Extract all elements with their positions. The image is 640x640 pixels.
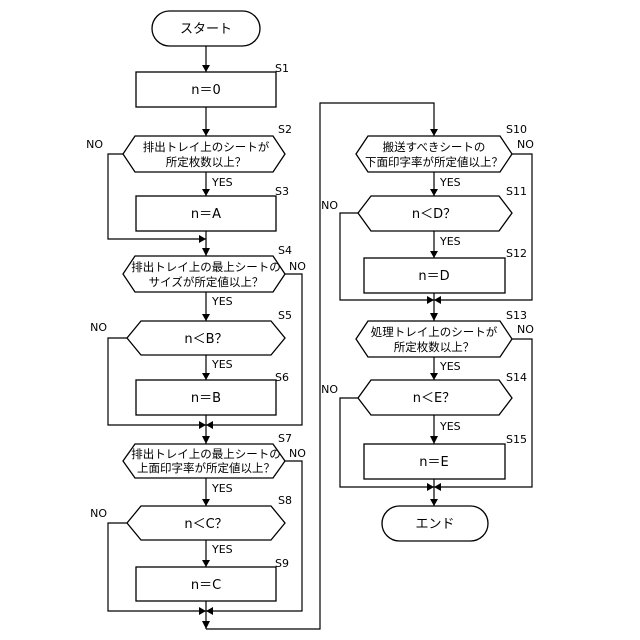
s7-yes-label: YES: [211, 482, 233, 495]
step-s12: n＝D S12: [364, 247, 527, 293]
s4-yes-label: YES: [211, 295, 233, 308]
s5-id: S5: [278, 309, 292, 322]
s11-yes-label: YES: [439, 235, 461, 248]
s2-line2: 所定枚数以上？: [166, 155, 247, 169]
s1-text: n＝0: [191, 83, 221, 98]
decision-s8: n＜C？ S8 NO YES: [90, 494, 292, 556]
s4-id: S4: [278, 244, 292, 257]
s13-yes-label: YES: [439, 360, 461, 373]
decision-s10: 搬送すべきシートの 下面印字率が所定値以上？ S10 NO YES: [356, 123, 534, 189]
s2-id: S2: [278, 123, 292, 136]
s7-line2: 上面印字率が所定値以上？: [137, 461, 275, 475]
decision-s5: n＜B？ S5 NO YES: [90, 309, 292, 371]
decision-s4: 排出トレイ上の最上シートの サイズが所定値以上？ S4 NO YES: [123, 244, 306, 308]
step-s1: n＝0 S1: [136, 62, 289, 107]
s10-no-label: NO: [517, 138, 534, 151]
decision-s11: n＜D？ S11 NO YES: [321, 185, 527, 248]
s1-id: S1: [275, 62, 289, 75]
end-terminal: エンド: [382, 506, 488, 541]
s5-yes-label: YES: [211, 358, 233, 371]
s15-id: S15: [506, 433, 527, 446]
s8-yes-label: YES: [211, 543, 233, 556]
decision-s2: 排出トレイ上のシートが 所定枚数以上？ S2 NO YES: [86, 123, 292, 189]
step-s15: n＝E S15: [364, 433, 527, 479]
s5-no-label: NO: [90, 321, 107, 334]
s6-text: n＝B: [191, 391, 221, 406]
start-terminal: スタート: [152, 11, 260, 46]
step-s3: n＝A S3: [136, 185, 289, 231]
s3-id: S3: [275, 185, 289, 198]
s11-text: n＜D？: [412, 207, 456, 222]
s9-id: S9: [275, 557, 289, 570]
s14-id: S14: [506, 371, 527, 384]
s4-line1: 排出トレイ上の最上シートの: [131, 260, 281, 274]
s8-text: n＜C？: [184, 517, 227, 532]
s10-line1: 搬送すべきシートの: [383, 140, 486, 154]
step-s6: n＝B S6: [136, 371, 289, 415]
s13-line2: 所定枚数以上？: [394, 340, 475, 354]
s4-no-label: NO: [289, 260, 306, 273]
s13-id: S13: [506, 309, 527, 322]
s2-no-label: NO: [86, 138, 103, 151]
start-label: スタート: [180, 22, 232, 37]
s10-id: S10: [506, 123, 527, 136]
decision-s7: 排出トレイ上の最上シートの 上面印字率が所定値以上？ S7 NO YES: [123, 432, 306, 495]
decision-s14: n＜E？ S14 NO YES: [321, 371, 527, 433]
s4-line2: サイズが所定値以上？: [149, 275, 264, 289]
s5-text: n＜B？: [184, 332, 227, 347]
s10-line2: 下面印字率が所定値以上？: [365, 155, 503, 169]
step-s9: n＝C S9: [136, 557, 289, 601]
s7-id: S7: [278, 432, 292, 445]
s13-line1: 処理トレイ上のシートが: [371, 325, 498, 339]
s3-text: n＝A: [191, 207, 221, 222]
end-label: エンド: [415, 517, 454, 532]
s6-id: S6: [275, 371, 289, 384]
s7-no-label: NO: [289, 447, 306, 460]
s11-id: S11: [506, 185, 527, 198]
s2-yes-label: YES: [211, 176, 233, 189]
s14-text: n＜E？: [413, 391, 455, 406]
s8-no-label: NO: [90, 507, 107, 520]
s11-no-label: NO: [321, 199, 338, 212]
s10-yes-label: YES: [439, 176, 461, 189]
s9-text: n＝C: [191, 578, 221, 593]
s15-text: n＝E: [419, 455, 448, 470]
decision-s13: 処理トレイ上のシートが 所定枚数以上？ S13 NO YES: [356, 309, 534, 373]
s12-id: S12: [506, 247, 527, 260]
s13-no-label: NO: [517, 323, 534, 336]
s14-no-label: NO: [321, 383, 338, 396]
s7-line1: 排出トレイ上の最上シートの: [131, 447, 281, 461]
s14-yes-label: YES: [439, 420, 461, 433]
s8-id: S8: [278, 494, 292, 507]
s12-text: n＝D: [418, 269, 449, 284]
s2-line1: 排出トレイ上のシートが: [143, 140, 270, 154]
